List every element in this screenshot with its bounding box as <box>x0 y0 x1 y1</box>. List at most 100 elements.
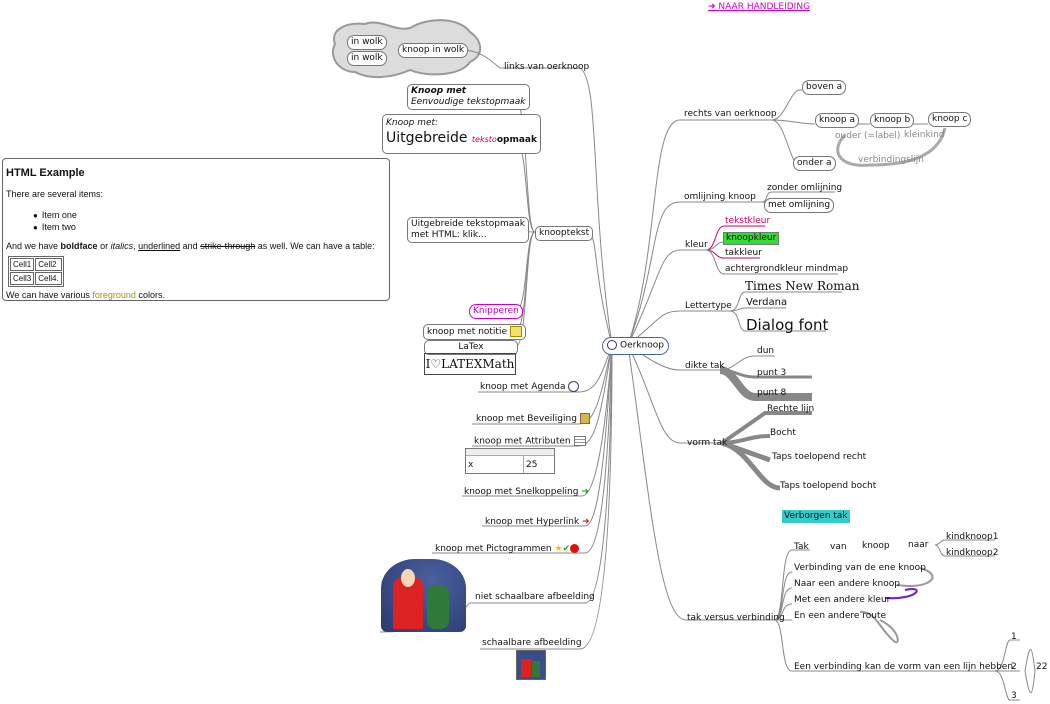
node-knoop[interactable]: knoop <box>862 541 890 551</box>
branch-dikte[interactable]: dikte tak <box>685 361 725 371</box>
branch-lettertype[interactable]: Lettertype <box>685 301 732 311</box>
simple-format-line2: Eenvoudige tekstopmaak <box>411 97 526 107</box>
p3-text: We can have various <box>6 290 93 300</box>
p3-text: colors. <box>135 290 165 300</box>
non-scalable-node[interactable]: niet schaalbare afbeelding <box>475 592 595 602</box>
simple-format-node[interactable]: Knoop met Eenvoudige tekstopmaak <box>407 84 530 110</box>
root-node[interactable]: Oerknoop <box>602 337 669 355</box>
node-taps-recht[interactable]: Taps toelopend recht <box>772 452 867 462</box>
node-naar[interactable]: naar <box>908 540 929 550</box>
node-verbinding-4[interactable]: En een andere route <box>794 611 887 621</box>
node-times[interactable]: Times New Roman <box>745 279 860 293</box>
node-knoopkleur[interactable]: knoopkleur <box>723 232 780 245</box>
p2-bold: boldface <box>60 241 98 251</box>
extended-format-node[interactable]: Knoop met: Uitgebreide tekstoopmaak <box>382 114 541 154</box>
attributes-table: x 25 <box>465 448 555 474</box>
html-example-p1: There are several items: <box>6 189 104 199</box>
lock-icon <box>579 413 590 424</box>
manual-link[interactable]: ➜ NAAR HANDLEIDING <box>708 2 811 12</box>
node-onder-a[interactable]: onder a <box>793 156 836 171</box>
node-van[interactable]: van <box>830 542 847 552</box>
hyperlink-node[interactable]: knoop met Hyperlink ➜ <box>485 517 590 528</box>
agenda-node[interactable]: knoop met Agenda <box>480 381 580 393</box>
node-zonder-omlijning[interactable]: zonder omlijning <box>767 183 843 193</box>
node-tekstkleur[interactable]: tekstkleur <box>725 216 771 226</box>
attribute-key: x <box>468 460 474 470</box>
node-kindknoop1[interactable]: kindknoop1 <box>946 532 999 542</box>
agenda-label: knoop met Agenda <box>480 382 566 392</box>
branch-versus[interactable]: tak versus verbinding <box>687 613 785 623</box>
node-boven-a[interactable]: boven a <box>802 80 847 95</box>
cloud-child-2[interactable]: in wolk <box>347 51 387 66</box>
label-verbindingslijn: verbindingslijn <box>858 155 925 165</box>
html-example-title: HTML Example <box>6 167 85 179</box>
knooptekst-node[interactable]: knooptekst <box>535 226 594 241</box>
blink-node[interactable]: Knipperen <box>469 304 523 319</box>
node-verbinding-5[interactable]: Een verbinding kan de vorm van een lijn … <box>794 662 1014 672</box>
attributes-node[interactable]: knoop met Attributen <box>474 436 586 448</box>
node-dun[interactable]: dun <box>757 346 775 356</box>
node-punt3[interactable]: punt 3 <box>757 368 787 378</box>
extended-format-line1: Knoop met: <box>386 118 439 128</box>
label-kleinkind: kleinkind <box>904 130 945 140</box>
cloud-parent[interactable]: knoop in wolk <box>398 43 469 58</box>
p2-text: , <box>133 241 139 251</box>
node-num-3[interactable]: 3 <box>1011 691 1017 701</box>
table-icon <box>573 436 586 446</box>
root-label: Oerknoop <box>620 340 664 351</box>
table-cell: Cell3 <box>10 272 35 285</box>
node-takkleur[interactable]: takkleur <box>725 248 762 258</box>
node-rechte-lijn[interactable]: Rechte lijn <box>767 404 815 414</box>
branch-outline[interactable]: omlijning knoop <box>684 192 756 202</box>
extended-rest: opmaak <box>496 135 537 145</box>
node-taps-bocht[interactable]: Taps toelopend bocht <box>780 481 877 491</box>
sinterklaas-thumbnail <box>516 650 546 680</box>
node-verbinding-2[interactable]: Naar een andere knoop <box>794 579 900 589</box>
shortcut-node[interactable]: knoop met Snelkoppeling ➜ <box>464 487 589 498</box>
html-format-line2: met HTML: klik... <box>411 230 487 240</box>
attributes-label: knoop met Attributen <box>474 436 571 447</box>
sinterklaas-image <box>381 559 466 632</box>
p2-underline: underlined <box>138 241 181 251</box>
branch-links[interactable]: links van oerknoop <box>504 62 590 72</box>
node-dialog[interactable]: Dialog font <box>746 316 829 334</box>
icons-node[interactable]: knoop met Pictogrammen ★✔ <box>435 544 580 555</box>
clock-icon <box>607 340 617 350</box>
p2-text: and <box>180 241 201 251</box>
scalable-node[interactable]: schaalbare afbeelding <box>482 638 582 648</box>
node-tak[interactable]: Tak <box>794 542 809 552</box>
html-example-panel: HTML Example There are several items: It… <box>2 158 390 301</box>
p3-foreground: foreground <box>92 290 136 300</box>
node-met-omlijning[interactable]: met omlijning <box>764 198 835 213</box>
note-node[interactable]: knoop met notitie <box>423 324 526 340</box>
branch-vorm[interactable]: vorm tak <box>687 438 728 448</box>
node-num-1[interactable]: 1 <box>1011 632 1017 642</box>
branch-kleur[interactable]: kleur <box>685 240 708 250</box>
label-ouder: ouder (=label) <box>835 131 901 141</box>
node-knoop-a[interactable]: knoop a <box>815 113 860 128</box>
stop-icon <box>570 544 580 553</box>
node-verbinding-1[interactable]: Verbinding van de ene knoop <box>794 563 926 573</box>
node-num-22[interactable]: 22 <box>1036 662 1048 672</box>
node-verdana[interactable]: Verdana <box>746 297 788 308</box>
node-knoop-b[interactable]: knoop b <box>870 113 915 128</box>
node-verbinding-3[interactable]: Met een andere kleur <box>794 595 891 605</box>
node-knoop-c[interactable]: knoop c <box>928 112 972 127</box>
extended-format-line2: Uitgebreide tekstoopmaak <box>386 129 537 149</box>
branch-rechts[interactable]: rechts van oerknoop <box>684 109 777 119</box>
node-num-2[interactable]: 2 <box>1011 662 1017 672</box>
node-bocht[interactable]: Bocht <box>770 428 796 438</box>
security-node[interactable]: knoop met Beveiliging <box>476 413 590 425</box>
node-achtergrondkleur[interactable]: achtergrondkleur mindmap <box>725 264 849 274</box>
p2-text: or <box>97 241 111 251</box>
shortcut-label: knoop met Snelkoppeling <box>464 487 579 497</box>
table-cell: Cell1 <box>10 258 35 271</box>
node-punt8[interactable]: punt 8 <box>757 388 787 398</box>
cloud-child-1[interactable]: in wolk <box>347 35 387 50</box>
latex-node[interactable]: LaTex <box>424 340 518 355</box>
html-format-line1: Uitgebreide tekstopmaak <box>411 219 525 229</box>
node-verborgen[interactable]: Verborgen tak <box>782 510 850 523</box>
extended-word: Uitgebreide <box>386 130 468 146</box>
node-kindknoop2[interactable]: kindknoop2 <box>946 548 999 558</box>
html-format-node[interactable]: Uitgebreide tekstopmaak met HTML: klik..… <box>407 217 529 243</box>
